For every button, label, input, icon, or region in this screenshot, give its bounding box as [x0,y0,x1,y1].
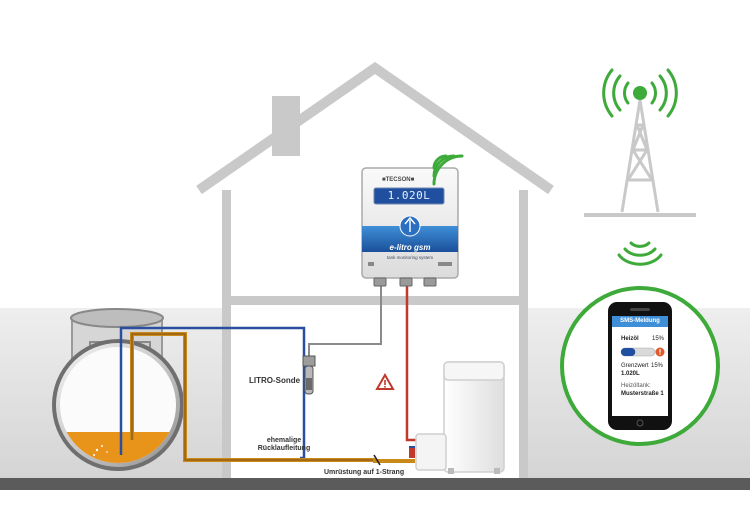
former-return-line-label-1: ehemalige [266,437,302,444]
device-brand: ■TECSON■ [382,177,415,183]
threshold-liters: 1.020L [621,371,640,377]
sms-notification-phone [560,286,720,446]
device-product-name: e-litro gsm [389,243,431,252]
fuel-label: Heizöl [621,336,639,342]
e-litro-gsm-device [361,167,459,287]
return-line-former [130,332,375,462]
signal-waves-icon [432,154,464,186]
house [196,61,554,478]
former-return-line-label: ehemalige Rücklaufleitung [256,437,312,453]
oil-tank [52,339,184,471]
device-display-value: 1.020L [387,189,431,202]
heating-boiler [409,361,505,474]
threshold-label: Grenzwert [621,363,649,369]
tank-label: Heizöltank: [621,383,651,389]
former-return-line-label-2: Rücklaufleitung [257,445,311,452]
fuel-value: 15% [652,336,665,342]
threshold-value: 15% [651,363,664,369]
sensor-cable [308,278,382,356]
fuel-gauge-fill [621,348,636,356]
ground-line [0,478,750,490]
sensor-label: LITRO-Sonde [249,376,301,385]
device-tagline: tank monitoring system [386,255,434,260]
litro-sensor [302,355,316,395]
sms-header: SMS-Meldung [620,318,660,324]
signal-waves-icon [617,241,663,266]
conversion-label: Umrüstung auf 1-Strang [324,469,405,476]
tank-name: Musterstraße 1 [621,391,664,397]
antenna-tower-icon [584,68,696,217]
